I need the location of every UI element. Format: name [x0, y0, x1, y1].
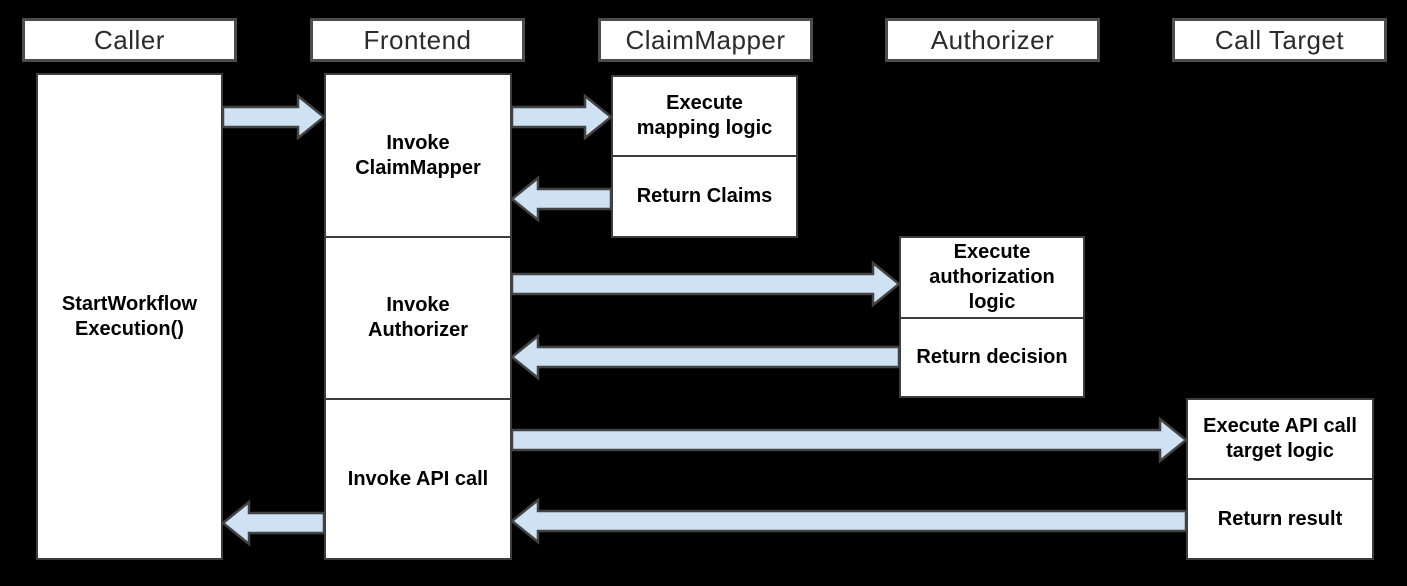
authorizer-return-decision-box: Return decision	[899, 317, 1085, 398]
arrow-frontend-to-claimmapper	[510, 93, 613, 141]
arrow-caller-to-frontend	[221, 93, 326, 141]
lane-header-call-target: Call Target	[1172, 18, 1387, 62]
lane-header-caller: Caller	[22, 18, 237, 62]
claimmapper-return-claims-box: Return Claims	[611, 155, 798, 238]
caller-start-workflow-box: StartWorkflow Execution()	[36, 73, 223, 560]
arrow-frontend-to-caller	[221, 499, 326, 547]
lane-header-authorizer: Authorizer	[885, 18, 1100, 62]
call-target-return-result-box: Return result	[1186, 478, 1374, 560]
arrow-claimmapper-to-frontend	[510, 175, 613, 223]
lane-header-claimmapper: ClaimMapper	[598, 18, 813, 62]
frontend-invoke-authorizer-box: Invoke Authorizer	[324, 236, 512, 400]
arrow-frontend-to-call-target	[510, 416, 1188, 464]
arrow-authorizer-to-frontend	[510, 333, 901, 381]
call-target-execute-api-box: Execute API call target logic	[1186, 398, 1374, 480]
frontend-invoke-claimmapper-box: Invoke ClaimMapper	[324, 73, 512, 238]
lane-header-frontend: Frontend	[310, 18, 525, 62]
claimmapper-execute-mapping-box: Execute mapping logic	[611, 75, 798, 157]
authorizer-execute-authorization-box: Execute authorization logic	[899, 236, 1085, 319]
arrow-call-target-to-frontend	[510, 497, 1188, 545]
arrow-frontend-to-authorizer	[510, 260, 901, 308]
frontend-invoke-api-call-box: Invoke API call	[324, 398, 512, 560]
